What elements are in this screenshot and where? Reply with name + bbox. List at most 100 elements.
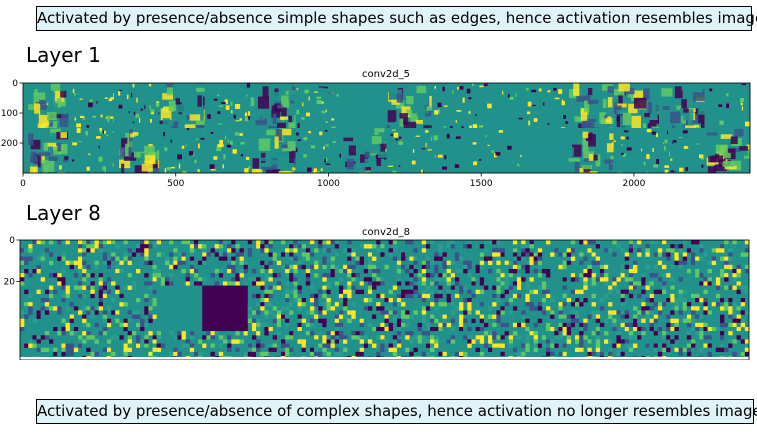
feature-map-tile — [156, 240, 203, 286]
x-tick-label: 2000 — [622, 179, 645, 189]
feature-map-tile — [65, 285, 112, 332]
feature-map-tile — [704, 128, 751, 174]
feature-map-tile — [111, 285, 157, 332]
feature-map-tile — [566, 240, 613, 286]
feature-map-tile — [477, 128, 524, 174]
feature-map-tile — [657, 285, 704, 332]
chart-title: conv2d_8 — [362, 227, 410, 238]
x-tick-label: 1000 — [317, 179, 340, 189]
feature-map-tile — [295, 83, 342, 129]
feature-map-tile — [23, 83, 69, 129]
feature-map-tile — [384, 240, 431, 286]
x-tick-label: 0 — [20, 179, 26, 189]
feature-map-tile — [20, 331, 66, 357]
feature-map-tile — [430, 331, 476, 357]
feature-map-tile — [65, 331, 112, 357]
feature-map-tile — [23, 128, 69, 174]
feature-map-tile — [522, 128, 569, 174]
feature-map-tile — [113, 128, 160, 174]
feature-map-tile — [250, 83, 296, 129]
feature-map-tile — [111, 331, 157, 357]
feature-map-tile — [475, 240, 522, 286]
feature-map-tile — [202, 285, 249, 332]
y-tick-label: 100 — [1, 109, 18, 119]
feature-map-tile — [659, 83, 705, 129]
feature-map-tile — [659, 128, 705, 174]
feature-map-tile — [703, 331, 749, 357]
x-tick-label: 1500 — [470, 179, 493, 189]
feature-map-tile — [293, 331, 340, 357]
callout-top: Activated by presence/absence simple sha… — [36, 6, 757, 31]
feature-map-tile — [477, 83, 524, 129]
y-tick-label: 200 — [1, 139, 18, 149]
feature-map-tile — [613, 83, 660, 129]
feature-map-tile — [20, 285, 66, 332]
activation-grid — [23, 83, 751, 174]
feature-map-tile — [568, 83, 614, 129]
plot-frame — [19, 239, 750, 360]
feature-map-tile — [384, 285, 431, 332]
conv2d-8-chart: conv2d_8 0 20 — [4, 227, 750, 360]
feature-map-tile — [613, 128, 660, 174]
feature-map-tile — [475, 285, 522, 332]
feature-map-tile — [113, 83, 160, 129]
feature-map-tile — [703, 240, 749, 286]
plot-frame — [22, 82, 751, 174]
layer-1-heading: Layer 1 — [26, 43, 101, 67]
feature-map-tile — [612, 285, 659, 332]
y-tick-label: 20 — [4, 277, 16, 287]
feature-map-tile — [159, 128, 206, 174]
axes: 0 20 — [4, 236, 20, 287]
feature-map-tile — [204, 83, 251, 129]
feature-map-tile — [657, 240, 704, 286]
feature-map-tile — [475, 331, 522, 357]
feature-map-tile — [68, 128, 115, 174]
feature-map-tile — [386, 83, 433, 129]
feature-map-tile — [111, 240, 157, 286]
feature-map-tile — [566, 331, 613, 357]
feature-map-tile — [704, 83, 751, 129]
feature-map-tile — [204, 128, 251, 174]
feature-map-tile — [338, 240, 385, 286]
feature-map-tile — [341, 128, 387, 174]
feature-map-tile — [68, 83, 115, 129]
feature-map-tile — [522, 83, 569, 129]
y-tick-label: 0 — [9, 236, 15, 246]
feature-map-tile — [341, 83, 387, 129]
feature-map-tile — [65, 240, 112, 286]
activation-grid — [20, 240, 749, 357]
feature-map-tile — [293, 285, 340, 332]
feature-map-tile — [521, 285, 568, 332]
feature-map-tile — [612, 331, 659, 357]
feature-map-tile — [295, 128, 342, 174]
feature-map-tile — [338, 331, 385, 357]
feature-map-tile — [703, 285, 749, 332]
layer-8-heading: Layer 8 — [26, 201, 101, 225]
feature-map-tile — [202, 240, 249, 286]
feature-map-tile — [384, 331, 431, 357]
feature-map-tile — [430, 240, 476, 286]
x-tick-label: 500 — [167, 179, 184, 189]
feature-map-tile — [612, 240, 659, 286]
feature-map-tile — [250, 128, 296, 174]
feature-map-tile — [159, 83, 206, 129]
feature-map-tile — [568, 128, 614, 174]
feature-map-tile — [521, 240, 568, 286]
feature-map-tile — [156, 285, 203, 332]
feature-map-tile — [566, 285, 613, 332]
feature-map-tile — [430, 285, 476, 332]
feature-map-tile — [202, 331, 249, 357]
feature-map-tile — [247, 240, 294, 286]
feature-map-tile — [156, 331, 203, 357]
feature-map-tile — [293, 240, 340, 286]
feature-map-tile — [657, 331, 704, 357]
feature-map-tile — [431, 128, 478, 174]
chart-title: conv2d_5 — [362, 69, 410, 80]
callout-bottom: Activated by presence/absence of complex… — [36, 399, 757, 424]
feature-map-tile — [20, 240, 66, 286]
feature-map-tile — [386, 128, 433, 174]
feature-map-tile — [247, 331, 294, 357]
feature-map-tile — [431, 83, 478, 129]
